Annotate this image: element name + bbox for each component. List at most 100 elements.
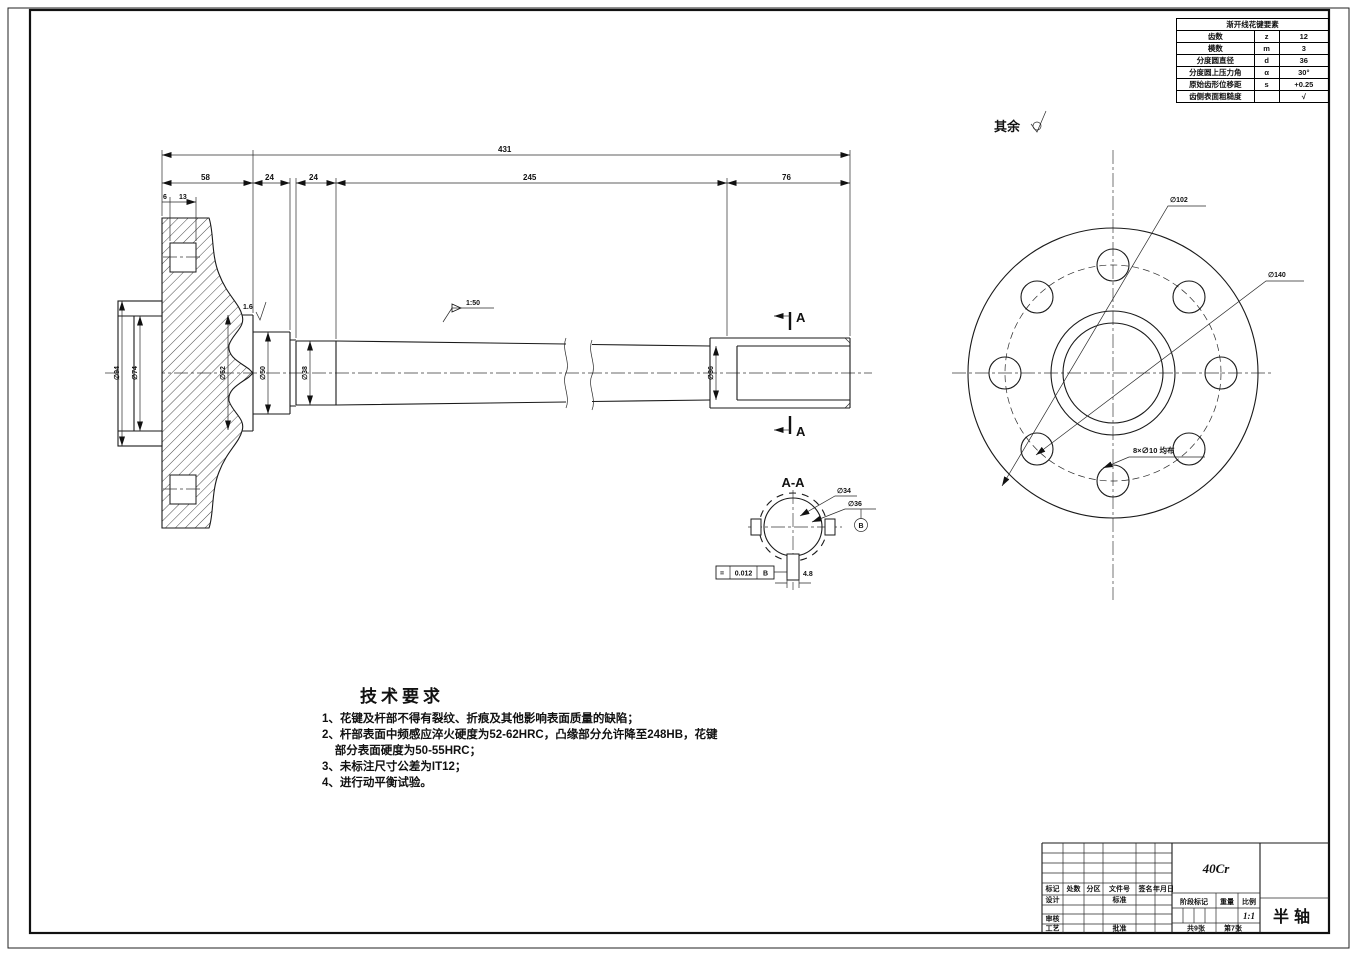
tb-part-name: 半轴: [1273, 907, 1315, 926]
taper-label: 1:50: [466, 300, 480, 307]
tb-weight-label: 重量: [1220, 897, 1234, 906]
table-row: 分度圆上压力角 α 30°: [1176, 66, 1330, 79]
tb-material: 40Cr: [1202, 861, 1231, 876]
dia-38: ∅38: [301, 366, 309, 380]
dim-overall: 431: [498, 145, 512, 154]
table-row: 齿侧表面粗糙度 √: [1176, 90, 1330, 103]
dimension-lines: [119, 152, 850, 446]
shaft-side-view: 1:50 1.6 A A: [105, 145, 872, 529]
tooth-width-label: 4.8: [803, 571, 813, 578]
tb-header-date: 年月日: [1153, 884, 1174, 893]
dim-body: 245: [523, 173, 537, 182]
spline-key-right: [824, 518, 836, 536]
shaft-steps-outline: [242, 314, 851, 432]
pitch-dia-leader: ∅102: [1001, 196, 1206, 487]
surface-note-label: 其余: [994, 119, 1021, 134]
holes-note-label: 8×∅10 均布: [1133, 445, 1175, 455]
holes-note-callout: 8×∅10 均布: [1102, 445, 1205, 469]
tech-req-line: 4、进行动平衡试验。: [322, 777, 432, 789]
taper-callout: 1:50: [442, 300, 494, 323]
tb-role-check: 审核: [1046, 914, 1060, 923]
section-title: A-A: [781, 475, 805, 490]
tech-req-line: 2、杆部表面中频感应淬火硬度为52-62HRC，凸缘部分允许降至248HB，花键: [322, 729, 718, 741]
dim-neck2: 24: [309, 173, 318, 182]
tech-req-line: 3、未标注尺寸公差为IT12；: [322, 761, 467, 773]
section-aa-view: A-A ∅34 ∅36 B = 0.012 B: [715, 475, 876, 590]
param-symbol: s: [1253, 78, 1280, 91]
tb-role-approve: 批准: [1113, 924, 1127, 933]
param-value: 3: [1278, 42, 1330, 55]
param-name: 模数: [1176, 42, 1255, 55]
drawing-frame: [7, 7, 1350, 949]
tb-header-sign: 签名: [1138, 884, 1153, 893]
dim-spline-len: 76: [782, 173, 791, 182]
section-mark-top: A: [796, 310, 806, 325]
roughness-callout: 1.6: [243, 301, 267, 321]
hub-circle-inner: [1062, 322, 1164, 424]
fcf-symbol: =: [720, 571, 724, 578]
param-name: 齿数: [1176, 30, 1255, 43]
tech-req-line: 1、花键及杆部不得有裂纹、折痕及其他影响表面质量的缺陷；: [322, 713, 639, 725]
dim-neck1: 24: [265, 173, 274, 182]
spline-key-left: [750, 518, 762, 536]
datum-label: B: [858, 523, 863, 530]
table-row: 渐开线花键要素: [1176, 18, 1329, 31]
param-value: 12: [1278, 30, 1330, 43]
surface-note: 其余: [994, 110, 1047, 134]
roughness-any-circle: [1032, 121, 1042, 131]
param-value: 36: [1278, 54, 1330, 67]
param-symbol: [1253, 90, 1280, 103]
tb-sheets-total: 共9张: [1187, 924, 1206, 933]
section-mark-bottom: A: [796, 424, 806, 439]
datum-symbol: B: [854, 509, 868, 532]
tb-role-standard: 标准: [1112, 895, 1127, 904]
tb-sheet-no: 第7张: [1224, 924, 1243, 933]
table-row: 模数 m 3: [1176, 42, 1330, 55]
section-cut-marks: A A: [774, 310, 806, 439]
pitch-dia-label: ∅102: [1170, 196, 1188, 204]
param-symbol: m: [1253, 42, 1280, 55]
param-symbol: z: [1253, 30, 1280, 43]
dim-rim2: 13: [179, 194, 187, 201]
roughness-check-icon: [1030, 110, 1047, 133]
spline-tooth-bottom: [786, 553, 800, 581]
flange-front-view: ∅102 ∅140 8×∅10 均布: [952, 150, 1304, 600]
tb-stage-label: 阶段标记: [1180, 897, 1208, 906]
fcf-value: 0.012: [735, 571, 753, 578]
dia-94: ∅94: [113, 366, 121, 380]
hub-circle-outer: [1050, 310, 1176, 436]
table-row: 分度圆直径 d 36: [1176, 54, 1330, 67]
tb-header-mark: 标记: [1045, 884, 1060, 893]
bolt-holes: [988, 248, 1238, 498]
roughness-value: 1.6: [243, 304, 253, 311]
technical-requirements: 技术要求 1、花键及杆部不得有裂纹、折痕及其他影响表面质量的缺陷； 2、杆部表面…: [322, 682, 722, 791]
tb-scale-label: 比例: [1242, 897, 1256, 906]
param-name: 分度圆直径: [1176, 54, 1255, 67]
flange-centerlines: [952, 150, 1274, 600]
param-value: 30°: [1278, 66, 1330, 79]
param-symbol: d: [1253, 54, 1280, 67]
tb-header-zone: 分区: [1087, 884, 1101, 893]
section-dia-leaders: ∅34 ∅36: [799, 487, 876, 523]
dia-62: ∅62: [219, 366, 227, 380]
tb-header-count: 处数: [1066, 884, 1082, 893]
outer-dia-leader: ∅140: [1035, 271, 1304, 456]
tb-header-docno: 文件号: [1109, 884, 1130, 893]
dia-74: ∅74: [131, 366, 139, 380]
title-block: 标记 处数 分区 文件号 签名 年月日 设计 标准 审核 工艺 批准 40Cr …: [1041, 842, 1329, 933]
stud-hole-bottom: [169, 474, 197, 505]
param-value: +0.25: [1278, 78, 1330, 91]
bolt-circle: [1004, 264, 1222, 482]
stud-hole-top: [169, 242, 197, 273]
tb-role-design: 设计: [1046, 895, 1060, 904]
tb-scale-value: 1:1: [1243, 911, 1255, 921]
tech-req-line: 部分表面硬度为50-55HRC；: [322, 745, 482, 757]
spline-table-title: 渐开线花键要素: [1176, 18, 1329, 31]
param-name: 分度圆上压力角: [1176, 66, 1255, 79]
table-row: 齿数 z 12: [1176, 30, 1330, 43]
spline-parameter-table: 渐开线花键要素 齿数 z 12 模数 m 3 分度圆直径 d 36 分度圆上压力…: [1176, 18, 1330, 103]
flange-outer-circle: [967, 227, 1259, 519]
param-symbol: α: [1253, 66, 1280, 79]
